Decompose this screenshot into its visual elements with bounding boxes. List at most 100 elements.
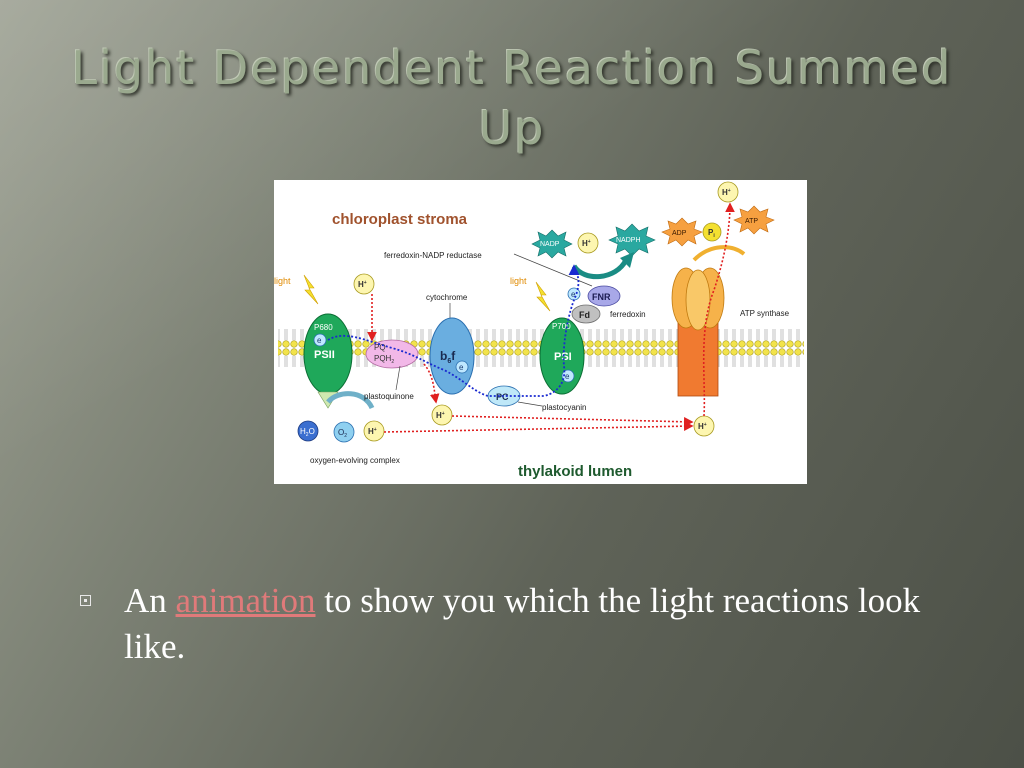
proton-h: H — [436, 411, 442, 420]
atp-arrow — [692, 245, 746, 262]
b6f-b: b — [440, 349, 447, 363]
nadph-label: NADPH — [616, 237, 641, 244]
ferredoxin-label: ferredoxin — [610, 310, 646, 319]
plastoquinone-label: plastoquinone — [364, 392, 414, 401]
svg-text:H+: H+ — [368, 427, 377, 436]
fnr-full-label: ferredoxin-NADP reductase — [384, 251, 482, 260]
h2o-sub: 2 — [306, 432, 309, 438]
proton-h: H — [698, 422, 704, 431]
o2-o: O — [338, 428, 344, 437]
pq-label: PQ — [374, 343, 386, 352]
bullet-square-icon — [80, 595, 91, 606]
plastocyanin-shape — [487, 385, 521, 407]
psii-label: PSII — [314, 349, 335, 361]
lumen-label: thylakoid lumen — [518, 463, 632, 480]
photosynthesis-diagram: chloroplast stroma thylakoid lumen light… — [274, 180, 807, 484]
svg-text:H+: H+ — [582, 239, 591, 248]
bullet-item: An animation to show you which the light… — [124, 578, 924, 670]
proton-icon — [363, 420, 385, 442]
proton-h: H — [582, 239, 588, 248]
leader-line — [517, 401, 543, 407]
proton-flow-arrow — [383, 421, 694, 433]
svg-text:Pi: Pi — [708, 228, 715, 239]
pqh2-label: PQH — [374, 354, 392, 363]
electron-icon — [455, 360, 469, 374]
electron-flow-arrow — [327, 264, 580, 397]
svg-text:H+: H+ — [358, 280, 367, 289]
pc-label: PC — [496, 392, 509, 402]
proton-icon — [431, 404, 453, 426]
oec-label: oxygen-evolving complex — [310, 456, 400, 465]
b6f-f: f — [451, 349, 456, 363]
plastoquinone-shape — [365, 339, 419, 369]
animation-link[interactable]: animation — [175, 581, 316, 620]
electron-label: e — [571, 290, 576, 299]
svg-text:H2O: H2O — [300, 427, 315, 438]
fnr-label: FNR — [592, 292, 611, 302]
electron-icon — [561, 369, 575, 383]
lightning-icon — [535, 281, 551, 312]
ferredoxin-shape — [571, 304, 601, 324]
proton-plus: + — [728, 188, 731, 194]
light-label-right: light — [510, 276, 527, 286]
proton-plus: + — [374, 427, 377, 433]
proton-h: H — [722, 188, 728, 197]
leader-line — [395, 365, 401, 391]
atp-synthase-stalk — [677, 319, 719, 397]
cytochrome-label: cytochrome — [426, 293, 468, 302]
svg-text:b6f: b6f — [440, 349, 456, 365]
pi-sub: i — [713, 233, 715, 239]
arrow-head — [620, 252, 634, 268]
atp-starburst — [733, 205, 775, 235]
bullet-suffix: to show you which the light reactions lo… — [124, 581, 921, 666]
fnr-shape — [587, 285, 621, 307]
plastocyanin-label: plastocyanin — [542, 403, 586, 412]
slide-title: Light Dependent Reaction Summed Up — [71, 41, 953, 155]
o2-molecule — [333, 421, 355, 443]
proton-plus: + — [588, 239, 591, 245]
h2o-o: O — [309, 427, 315, 436]
light-label-left: light — [274, 276, 291, 286]
adp-label: ADP — [672, 230, 687, 237]
bullet-prefix: An — [124, 581, 167, 620]
pi-label: P — [708, 228, 714, 237]
psi-label: PSI — [554, 351, 572, 363]
proton-h: H — [358, 280, 364, 289]
diagram-svg: chloroplast stroma thylakoid lumen light… — [274, 181, 804, 480]
electron-label: e — [317, 336, 322, 345]
stroma-label: chloroplast stroma — [332, 211, 468, 228]
h2o-h: H — [300, 427, 306, 436]
h2o-molecule — [297, 420, 319, 442]
proton-flow-arrow — [451, 415, 694, 427]
oec-arrow — [326, 391, 375, 410]
svg-text:O2: O2 — [338, 428, 347, 439]
proton-icon — [353, 273, 375, 295]
proton-icon — [717, 181, 739, 203]
b6f-sub: 6 — [447, 358, 451, 365]
cytochrome-b6f — [429, 317, 475, 395]
nadp-starburst — [531, 229, 573, 259]
electron-label: e — [565, 372, 570, 381]
svg-text:H+: H+ — [698, 422, 707, 431]
electron-label: e — [459, 363, 464, 372]
svg-text:H+: H+ — [436, 411, 445, 420]
proton-plus: + — [442, 411, 445, 417]
proton-flow-arrow — [702, 202, 735, 417]
proton-plus: + — [364, 280, 367, 286]
electron-icon — [313, 333, 327, 347]
nadp-label: NADP — [540, 241, 560, 248]
proton-h: H — [368, 427, 374, 436]
lightning-icon — [303, 274, 319, 305]
fd-label: Fd — [579, 310, 590, 320]
proton-flow-arrow — [423, 363, 440, 404]
atp-label: ATP — [745, 218, 758, 225]
atp-synthase-head — [685, 269, 711, 331]
p680-label: P680 — [314, 323, 333, 332]
nadph-arrow — [571, 258, 629, 280]
pqh2-sub: 2 — [391, 359, 394, 365]
proton-plus: + — [704, 422, 707, 428]
o2-sub: 2 — [344, 433, 347, 439]
adp-starburst — [661, 217, 703, 247]
svg-text:PQH2: PQH2 — [374, 354, 394, 365]
